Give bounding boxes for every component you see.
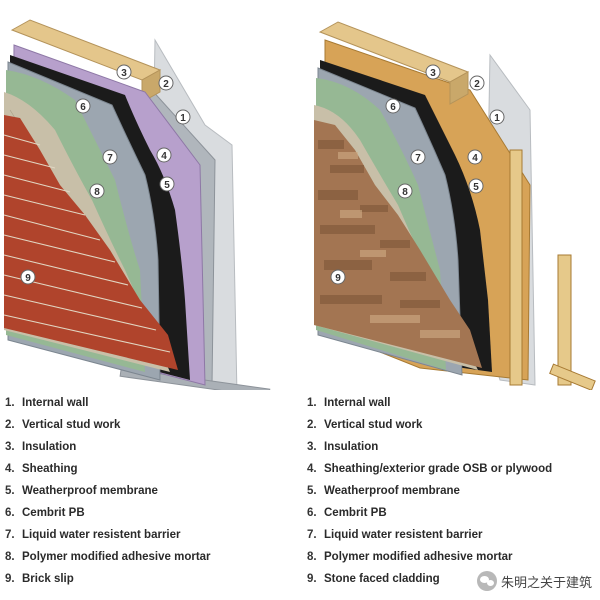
- svg-text:7: 7: [415, 153, 421, 164]
- layer-stud-post: [557, 254, 572, 386]
- label-badge-2: 2: [158, 75, 174, 91]
- label-badge-7: 7: [102, 149, 118, 165]
- label-badge-5: 5: [468, 178, 484, 194]
- svg-text:5: 5: [473, 182, 479, 193]
- watermark-text: 朱明之关于建筑: [500, 575, 592, 591]
- legend-item: 8.Polymer modified adhesive mortar: [307, 551, 513, 563]
- label-badge-3: 3: [425, 64, 441, 80]
- svg-text:8: 8: [402, 187, 408, 198]
- legend-item: 8.Polymer modified adhesive mortar: [5, 551, 211, 563]
- svg-text:3: 3: [430, 68, 436, 79]
- svg-text:9: 9: [335, 273, 341, 284]
- diagram-brick-wall: 1 2 3 4 5 6 7 8 9: [0, 0, 300, 390]
- legend-item: 5.Weatherproof membrane: [307, 485, 460, 497]
- legend-item: 4.Sheathing: [5, 463, 78, 475]
- label-badge-6: 6: [385, 98, 401, 114]
- svg-text:4: 4: [472, 153, 478, 164]
- legend-stone: 1.Internal wall 2.Vertical stud work 3.I…: [307, 392, 597, 590]
- legend-item: 3.Insulation: [307, 441, 379, 453]
- svg-text:2: 2: [163, 79, 169, 90]
- svg-text:1: 1: [180, 113, 186, 124]
- svg-text:9: 9: [25, 273, 31, 284]
- label-badge-9: 9: [330, 269, 346, 285]
- legend-item: 6.Cembrit PB: [5, 507, 85, 519]
- legend-item: 7.Liquid water resistent barrier: [5, 529, 181, 541]
- label-badge-9: 9: [20, 269, 36, 285]
- legend-item: 2.Vertical stud work: [307, 419, 423, 431]
- legend-item: 1.Internal wall: [307, 397, 391, 409]
- label-badge-3: 3: [116, 64, 132, 80]
- diagram-stone-wall: 1 2 3 4 5 6 7 8 9: [300, 0, 600, 390]
- label-badge-8: 8: [397, 183, 413, 199]
- svg-text:6: 6: [80, 102, 86, 113]
- svg-text:8: 8: [94, 187, 100, 198]
- legend-item: 1.Internal wall: [5, 397, 89, 409]
- legend-item: 7.Liquid water resistent barrier: [307, 529, 483, 541]
- label-badge-4: 4: [156, 147, 172, 163]
- wechat-icon: [476, 571, 497, 591]
- legend-item: 4.Sheathing/exterior grade OSB or plywoo…: [307, 463, 553, 475]
- svg-text:4: 4: [161, 151, 167, 162]
- label-badge-5: 5: [159, 176, 175, 192]
- legend-item: 2.Vertical stud work: [5, 419, 121, 431]
- svg-text:5: 5: [164, 180, 170, 191]
- legend-item: 9.Stone faced cladding: [307, 573, 440, 585]
- label-badge-7: 7: [410, 149, 426, 165]
- legend-item: 3.Insulation: [5, 441, 77, 453]
- label-badge-8: 8: [89, 183, 105, 199]
- svg-text:6: 6: [390, 102, 396, 113]
- legend-item: 6.Cembrit PB: [307, 507, 387, 519]
- label-badge-1: 1: [175, 109, 191, 125]
- label-badge-2: 2: [469, 75, 485, 91]
- legend-brick: 1.Internal wall 2.Vertical stud work 3.I…: [5, 392, 295, 590]
- layer-stud-work: [509, 149, 523, 386]
- label-badge-1: 1: [489, 109, 505, 125]
- label-badge-4: 4: [467, 149, 483, 165]
- legend-item: 9.Brick slip: [5, 573, 74, 585]
- label-badge-6: 6: [75, 98, 91, 114]
- svg-text:3: 3: [121, 68, 127, 79]
- layer-stud-bottom-rail: [549, 363, 596, 390]
- svg-text:2: 2: [474, 79, 480, 90]
- svg-text:1: 1: [494, 113, 500, 124]
- watermark: 朱明之关于建筑: [476, 570, 592, 592]
- legend-item: 5.Weatherproof membrane: [5, 485, 158, 497]
- svg-text:7: 7: [107, 153, 113, 164]
